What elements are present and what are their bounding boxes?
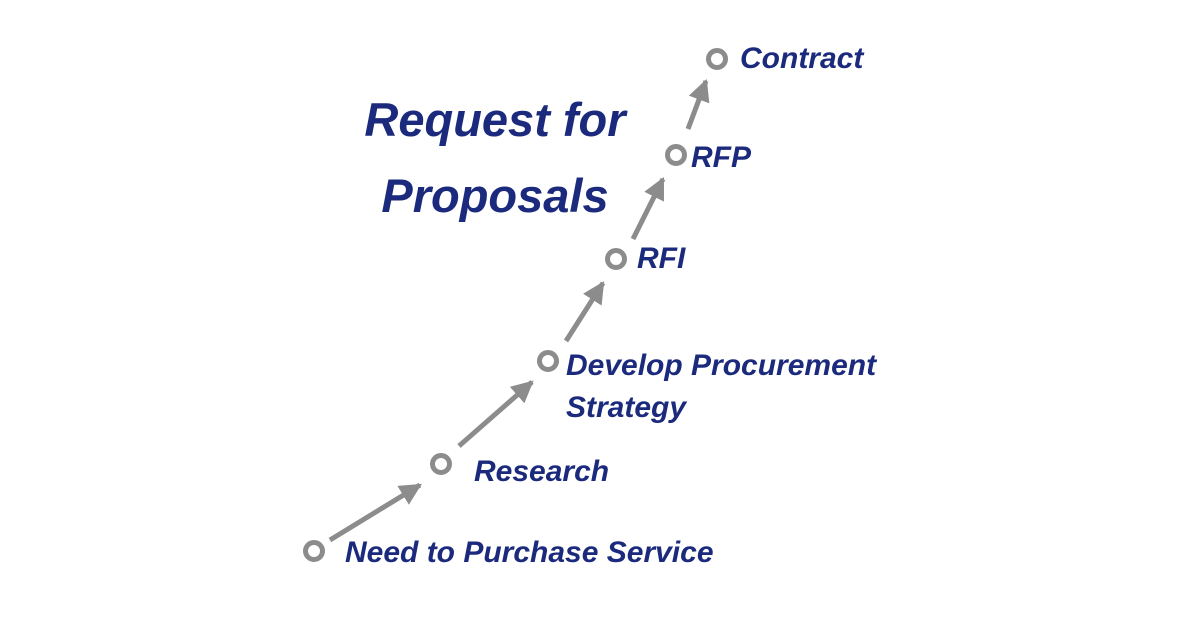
step-label-contract: Contract (740, 42, 864, 75)
diagram-title: Request for Proposals (364, 93, 626, 222)
node-circle-need (303, 540, 325, 562)
step-label-rfp: RFP (691, 141, 751, 174)
step-label-need-to-purchase-service: Need to Purchase Service (345, 536, 714, 569)
node-circle-rfp (665, 144, 687, 166)
node-circle-rfi (605, 248, 627, 270)
arrow-need-to-research (328, 482, 422, 543)
step-label-research: Research (474, 455, 610, 488)
node-circle-contract (706, 48, 728, 70)
arrow-research-to-develop (457, 380, 534, 448)
arrow-rfi-to-rfp (630, 177, 666, 241)
step-label-develop-procurement-strategy: Develop Procurement Strategy (566, 349, 877, 424)
step-label-rfi: RFI (637, 242, 686, 275)
arrow-develop-to-rfi (563, 281, 606, 343)
node-circle-research (430, 453, 452, 475)
arrow-rfp-to-contract (685, 78, 710, 130)
node-circle-develop (537, 350, 559, 372)
